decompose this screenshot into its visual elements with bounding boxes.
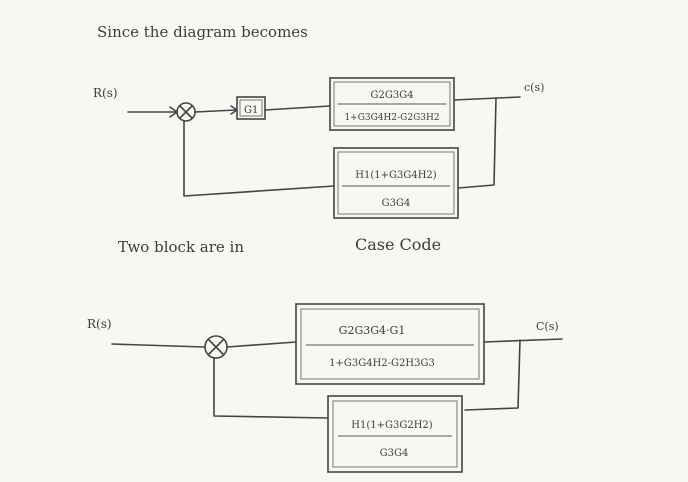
- d2-forward-numerator: G2G3G4·G1: [339, 324, 406, 337]
- d1-output-label: c(s): [524, 81, 544, 94]
- d2-feedback-block: H1(1+G3G2H2) G3G4: [327, 395, 463, 473]
- d2-input-label: R(s): [87, 317, 112, 331]
- d1-forward-numerator: G2G3G4: [370, 90, 413, 101]
- d1-forward-denominator: 1+G3G4H2-G2G3H2: [344, 113, 439, 123]
- d2-output-label: C(s): [536, 320, 559, 333]
- d1-feedback-numerator: H1(1+G3G4H2): [355, 170, 437, 181]
- diagram-2: R(s) G2G3G4·G1 1+G3G4H2-G2H3G3 C(s): [87, 303, 563, 473]
- middle-note: Two block are in Case Code: [118, 235, 441, 256]
- d1-input-label: R(s): [93, 86, 118, 100]
- d2-feedback-pickoff: [464, 339, 521, 411]
- d1-output-line: [453, 96, 521, 101]
- d2-feedback-denominator: G3G4: [380, 448, 409, 459]
- d1-line-to-g1: [194, 109, 237, 113]
- d1-feedback-pickoff: [457, 97, 497, 189]
- middle-note-part1: Two block are in: [118, 238, 244, 256]
- d2-summing-junction: [204, 335, 228, 359]
- d2-line-to-forward: [226, 341, 297, 348]
- d1-line-to-forward: [264, 105, 331, 111]
- d1-feedback-denominator: G3G4: [382, 198, 411, 209]
- d2-forward-denominator: 1+G3G4H2-G2H3G3: [329, 358, 435, 369]
- d1-feedback-return: [183, 120, 335, 197]
- d1-feedback-block: H1(1+G3G4H2) G3G4: [333, 147, 459, 219]
- d1-g1-block: G1: [236, 96, 266, 120]
- heading-text: Since the diagram becomes: [97, 23, 308, 41]
- d2-output-line: [483, 338, 563, 343]
- d2-feedback-return: [213, 357, 329, 419]
- d1-forward-block: G2G3G4 1+G3G4H2-G2G3H2: [329, 77, 455, 131]
- d2-input-line: [111, 343, 205, 348]
- middle-note-part2: Case Code: [355, 235, 441, 254]
- d2-feedback-numerator: H1(1+G3G2H2): [351, 420, 433, 431]
- d1-g1-label: G1: [244, 105, 258, 116]
- d2-forward-block: G2G3G4·G1 1+G3G4H2-G2H3G3: [295, 303, 485, 385]
- d1-summing-junction: [176, 102, 196, 122]
- diagram-1: R(s) G1 G2G3G4 1+G3G4H2-G2G3H2: [93, 77, 544, 219]
